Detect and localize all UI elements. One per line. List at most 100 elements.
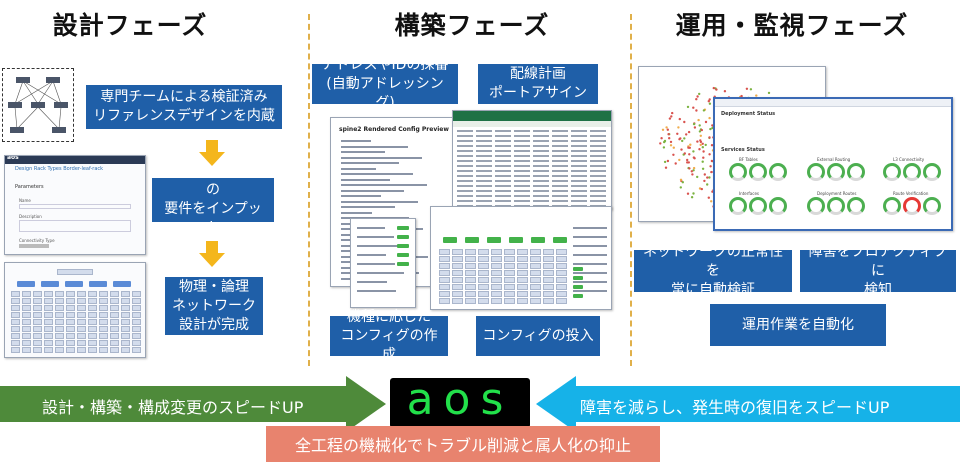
anomaly-dot — [749, 88, 753, 91]
sheet-cell — [476, 165, 492, 167]
anomaly-dot — [677, 126, 680, 129]
deploy-grid-cell — [465, 263, 476, 269]
grid-cell — [33, 340, 42, 346]
sheet-cell — [571, 165, 587, 167]
sheet-cell — [533, 165, 549, 167]
status-gauge — [903, 197, 921, 215]
sheet-cell — [495, 200, 511, 202]
sheet-cell — [495, 160, 511, 162]
operate-box-automation: 運用作業を自動化 — [710, 304, 886, 346]
deploy-grid-cell — [478, 256, 489, 262]
anomaly-dot — [701, 146, 704, 149]
grid-cell — [99, 305, 108, 311]
grid-cell — [33, 305, 42, 311]
deploy-grid-cell — [439, 284, 450, 290]
anomaly-dot — [755, 94, 758, 97]
grid-cell — [11, 312, 20, 318]
app-logo: aos — [7, 155, 19, 161]
anomaly-dot — [698, 92, 701, 96]
deploy-grid-cell — [491, 291, 502, 297]
design-box-reference-line2: リファレンスデザインを内蔵 — [93, 108, 275, 124]
config-line — [341, 167, 376, 170]
deploy-side-toggle — [573, 285, 583, 289]
deploy-grid-cell — [465, 291, 476, 297]
down-arrow-icon — [199, 140, 225, 166]
sheet-cell — [476, 195, 492, 197]
grid-cell — [88, 326, 97, 332]
status-gauge — [923, 197, 941, 215]
deploy-grid-cell — [439, 249, 450, 255]
status-gauge — [827, 163, 845, 181]
grid-cell — [77, 291, 86, 297]
deploy-grid-cell — [504, 277, 515, 283]
config-line — [341, 189, 404, 192]
sheet-cell — [514, 180, 530, 182]
anomaly-dot — [706, 176, 709, 179]
anomaly-dot — [668, 117, 672, 120]
anomaly-dot — [686, 158, 689, 162]
sheet-cell — [533, 195, 549, 197]
dialog-line — [357, 272, 404, 274]
deploy-grid-cell — [439, 256, 450, 262]
anomaly-dot — [666, 128, 669, 131]
deploy-grid-cell — [504, 291, 515, 297]
sheet-cell — [514, 175, 530, 177]
deploy-grid-cell — [517, 298, 528, 304]
deploy-group-button — [443, 237, 457, 243]
build-box-addressing: アドレスやIDの採番 (自動アドレッシング) — [312, 57, 458, 111]
deploy-grid-cell — [452, 298, 463, 304]
status-gauge — [749, 163, 767, 181]
sheet-cell — [552, 165, 568, 167]
operate-box-proactive-line2: 検知 — [864, 281, 892, 298]
grid-cell — [110, 333, 119, 339]
form-section-title: Parameters — [15, 184, 44, 190]
sheet-cell — [590, 200, 606, 202]
anomaly-dot — [686, 105, 690, 109]
anomaly-dot — [696, 140, 699, 143]
design-box-reference: 専門チームによる検証済み リファレンスデザインを内蔵 — [86, 85, 282, 129]
sheet-cell — [457, 170, 473, 172]
anomaly-dot — [692, 106, 695, 109]
grid-cell — [121, 340, 130, 346]
operate-box-proactive: 障害をプロアクティブに 検知 — [800, 244, 956, 298]
anomaly-dot — [701, 160, 704, 163]
sheet-cell — [533, 150, 549, 152]
grid-cell — [22, 326, 31, 332]
design-box-complete-line3: 設計が完成 — [179, 316, 249, 333]
deploy-side-line — [573, 263, 607, 265]
deploy-grid-cell — [517, 249, 528, 255]
grid-cell — [77, 347, 86, 353]
grid-cell — [22, 319, 31, 325]
left-arrow-label: 設計・構築・構成変更のスピードUP — [42, 398, 304, 417]
anomaly-dot — [687, 130, 691, 134]
grid-cell — [11, 347, 20, 353]
deploy-grid-cell — [478, 277, 489, 283]
sheet-cell — [476, 140, 492, 142]
deploy-grid-cell — [439, 263, 450, 269]
sheet-cell — [571, 145, 587, 147]
grid-cell — [110, 340, 119, 346]
sheet-cell — [552, 185, 568, 187]
anomaly-dot — [681, 181, 684, 184]
deploy-grid-cell — [543, 291, 554, 297]
sheet-cell — [571, 160, 587, 162]
anomaly-dot — [688, 153, 691, 156]
grid-cell — [66, 340, 75, 346]
deploy-grid-cell — [517, 291, 528, 297]
build-box-config-generation: 機種に応じた コンフィグの作成 — [330, 309, 448, 363]
config-line — [341, 145, 408, 148]
anomaly-dot — [712, 86, 715, 90]
sheet-cell — [533, 175, 549, 177]
build-box-config-generation-line2: コンフィグの作成 — [340, 327, 438, 363]
sheet-cell — [590, 175, 606, 177]
anomaly-dot — [679, 137, 682, 140]
sheet-cell — [514, 135, 530, 137]
deploy-grid-cell — [452, 291, 463, 297]
deploy-grid-cell — [491, 284, 502, 290]
anomaly-dot — [671, 111, 674, 115]
operate-box-health: ネットワークの正常性を 常に自動検証 — [634, 244, 792, 298]
status-gauge — [769, 163, 787, 181]
grid-cell — [11, 291, 20, 297]
sheet-cell — [590, 140, 606, 142]
sheet-cell — [514, 185, 530, 187]
